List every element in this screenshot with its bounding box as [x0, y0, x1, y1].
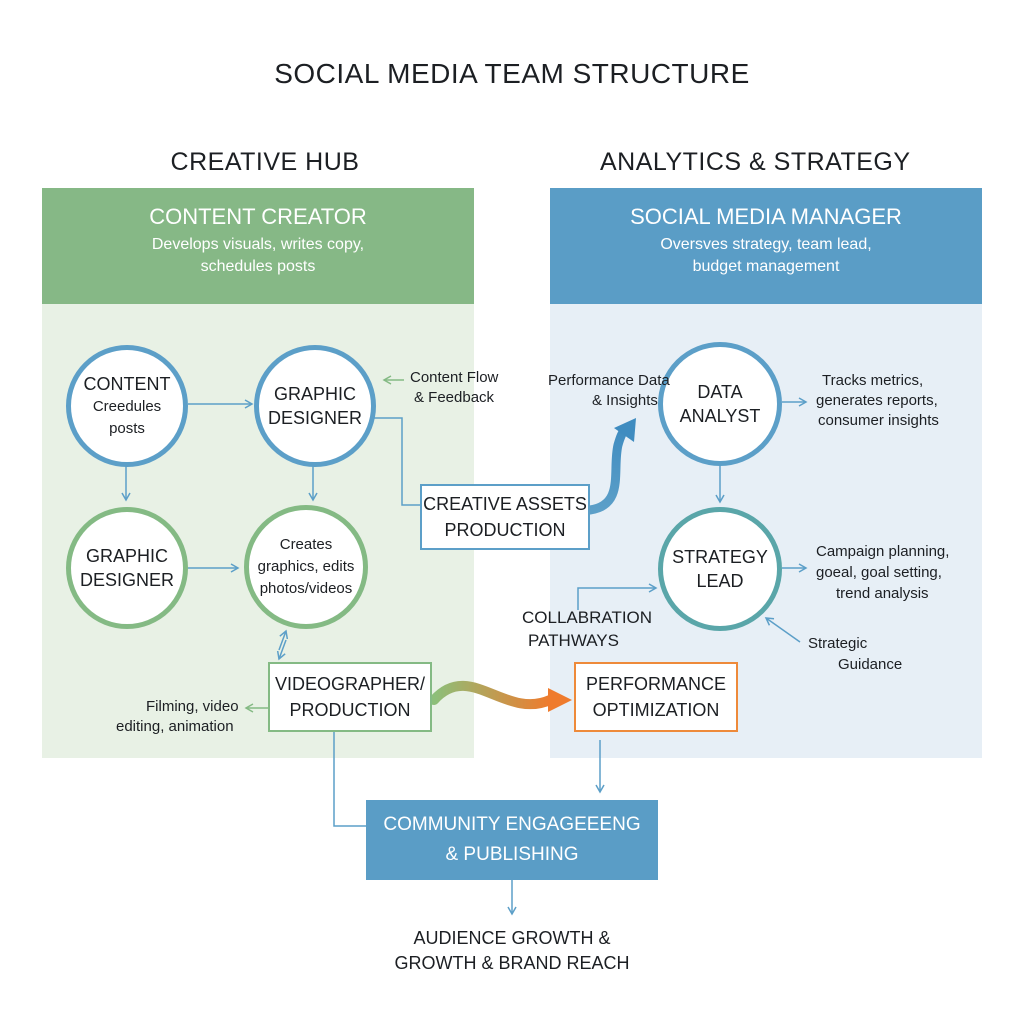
social-media-manager-title: SOCIAL MEDIA MANAGER [630, 204, 902, 229]
data-analyst-line-1: DATA [697, 382, 743, 402]
audience-growth-line-1: AUDIENCE GROWTH & [413, 928, 611, 948]
videographer-box[interactable]: VIDEOGRAPHER/ PRODUCTION [268, 662, 432, 732]
analytics-strategy-label: ANALYTICS & STRATEGY [600, 148, 911, 176]
arrow-videographer-creates [278, 629, 289, 651]
graphic-designer-left-line-2: DESIGNER [79, 570, 175, 590]
campaign-note-1: Campaign planning, [816, 543, 950, 560]
creative-assets-line-2: PRODUCTION [444, 520, 566, 540]
performance-data-note-1: Performance Data [548, 372, 670, 389]
videographer-line-1: VIDEOGRAPHER/ [274, 674, 426, 694]
content-flow-note-1: Content Flow [410, 369, 499, 386]
filming-note-1: Filming, video [146, 698, 239, 715]
graphic-designer-top-line-1: GRAPHIC [273, 384, 356, 404]
videographer-line-2: PRODUCTION [289, 700, 411, 720]
arrow-creates-videographer [276, 639, 287, 661]
tracks-note-1: Tracks metrics, [822, 372, 924, 389]
social-media-manager-header: SOCIAL MEDIA MANAGER Oversves strategy, … [550, 188, 982, 304]
strategy-lead-line-1: STRATEGY [672, 547, 768, 567]
content-creator-title: CONTENT CREATOR [149, 204, 367, 229]
performance-optimization-box[interactable]: PERFORMANCE OPTIMIZATION [574, 662, 738, 732]
creative-assets-line-1: CREATIVE ASSETS [423, 494, 587, 514]
community-line-1: COMMUNITY ENGAGEEENG [383, 814, 641, 835]
collaboration-note-2: PATHWAYS [528, 631, 619, 650]
graphic-designer-top-node[interactable]: GRAPHIC DESIGNER [254, 345, 376, 467]
strategy-lead-node[interactable]: STRATEGY LEAD [658, 507, 782, 631]
connector-videographer-to-community [333, 732, 368, 827]
creates-node[interactable]: Creates graphics, edits photos/videos [244, 505, 368, 629]
community-engagement-box[interactable]: COMMUNITY ENGAGEEENG & PUBLISHING [366, 800, 658, 880]
creates-line-1: Creates [279, 536, 333, 553]
strategic-guidance-note-1: Strategic [808, 635, 868, 652]
performance-line-2: OPTIMIZATION [592, 700, 720, 720]
connector-designer-to-assets [372, 417, 420, 506]
content-node[interactable]: CONTENT Creedules posts [66, 345, 188, 467]
content-creator-desc-line-1: Develops visuals, writes copy, [151, 236, 365, 253]
arrow-videographer-to-performance [429, 681, 555, 710]
data-analyst-node[interactable]: DATA ANALYST [658, 342, 782, 466]
creates-line-3: photos/videos [259, 580, 353, 597]
content-creator-desc-line-2: schedules posts [200, 258, 316, 275]
graphic-designer-left-line-1: GRAPHIC [85, 546, 168, 566]
strategy-lead-line-2: LEAD [696, 571, 744, 591]
creative-hub-label: CREATIVE HUB [170, 148, 360, 176]
performance-data-note-2: & Insights [592, 392, 658, 409]
content-node-sub-1: Creedules [92, 398, 162, 415]
tracks-note-2: generates reports, [816, 392, 938, 409]
arrowhead-videographer-to-performance [548, 688, 572, 712]
performance-line-1: PERFORMANCE [585, 674, 726, 694]
content-creator-header: CONTENT CREATOR Develops visuals, writes… [42, 188, 474, 304]
arrowhead-assets-to-analyst [614, 418, 636, 442]
social-media-manager-desc-line-2: budget management [692, 258, 840, 275]
connector-collaboration [577, 583, 658, 610]
arrow-assets-to-analyst [585, 423, 631, 515]
creates-line-2: graphics, edits [257, 558, 355, 575]
creative-assets-box[interactable]: CREATIVE ASSETS PRODUCTION [420, 484, 590, 550]
graphic-designer-top-line-2: DESIGNER [267, 408, 363, 428]
campaign-note-2: goeal, goal setting, [816, 564, 942, 581]
collaboration-note-1: COLLABRATION [522, 608, 653, 627]
social-media-manager-desc-line-1: Oversves strategy, team lead, [660, 236, 872, 253]
community-line-2: & PUBLISHING [445, 844, 579, 865]
arrow-strategic-guidance [764, 617, 801, 643]
diagram-title: SOCIAL MEDIA TEAM STRUCTURE [274, 58, 750, 89]
tracks-note-3: consumer insights [818, 412, 939, 429]
content-node-title: CONTENT [83, 374, 171, 394]
graphic-designer-left-node[interactable]: GRAPHIC DESIGNER [66, 507, 188, 629]
filming-note-2: editing, animation [116, 718, 234, 735]
audience-growth-line-2: GROWTH & BRAND REACH [394, 953, 630, 973]
data-analyst-line-2: ANALYST [679, 406, 761, 426]
content-flow-note-2: & Feedback [414, 389, 495, 406]
strategic-guidance-note-2: Guidance [838, 656, 903, 673]
content-node-sub-2: posts [109, 420, 145, 437]
campaign-note-3: trend analysis [836, 585, 929, 602]
